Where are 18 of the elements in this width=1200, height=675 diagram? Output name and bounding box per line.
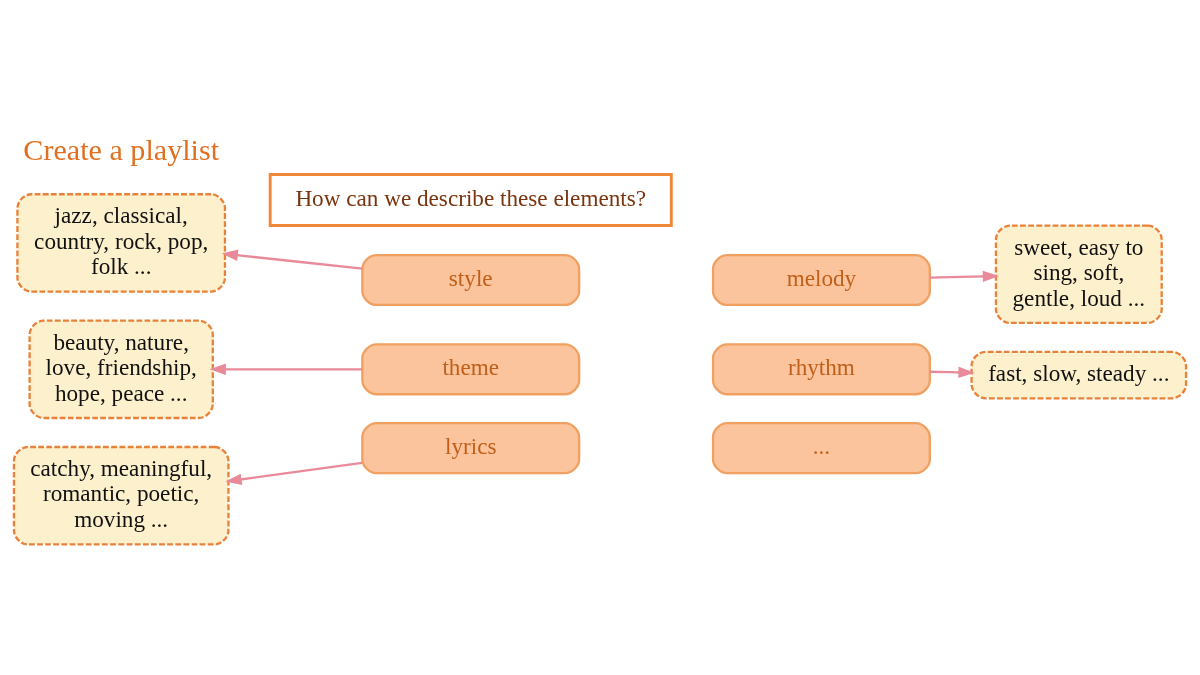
node-box: jazz, classical, country, rock, pop, folk ... xyxy=(16,192,227,293)
node-box: rhythm xyxy=(711,342,931,395)
arrow xyxy=(225,461,363,485)
arrow xyxy=(930,270,1000,282)
node-box: sweet, easy to sing, soft, gentle, loud ... xyxy=(994,223,1163,324)
node-box: beauty, nature, love, friendship, hope, peace ... xyxy=(28,318,214,419)
node-box: ... xyxy=(711,421,931,474)
node-box: fast, slow, steady ... xyxy=(970,350,1188,399)
node-box: style xyxy=(361,253,581,306)
arrow xyxy=(221,249,363,270)
node-box: lyrics xyxy=(361,421,581,474)
arrow xyxy=(209,363,363,375)
node-box: catchy, meaningful, romantic, poetic, moving ... xyxy=(12,445,230,545)
node-box: How can we describe these elements? xyxy=(268,172,673,227)
arrow xyxy=(930,366,975,378)
diagram-title: Create a playlist xyxy=(23,132,220,167)
node-box: melody xyxy=(711,253,931,306)
node-box: theme xyxy=(361,342,581,395)
